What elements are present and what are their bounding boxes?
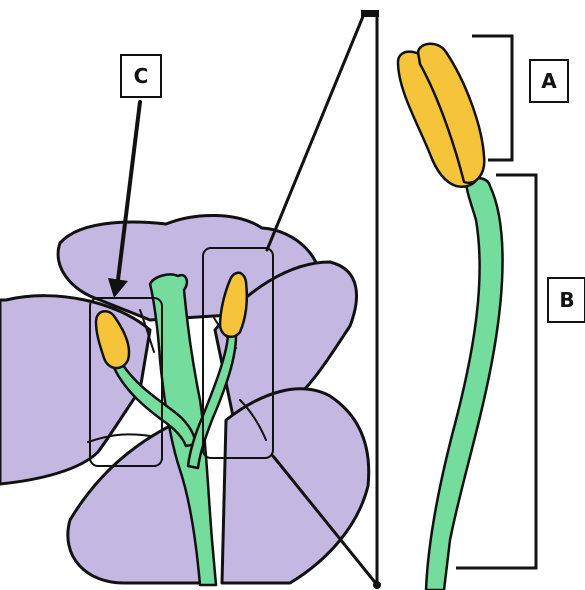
label-b-box: B [548,278,585,322]
label-c-box: C [121,55,161,97]
zoom-top-cap [361,10,379,17]
label-c: C [134,64,149,88]
enlarged-filament [426,178,503,590]
enlarged-anther [398,44,484,187]
label-a-box: A [530,60,568,102]
label-b: B [559,288,574,312]
zoom-bottom-dot [373,581,381,589]
label-a: A [541,69,557,93]
